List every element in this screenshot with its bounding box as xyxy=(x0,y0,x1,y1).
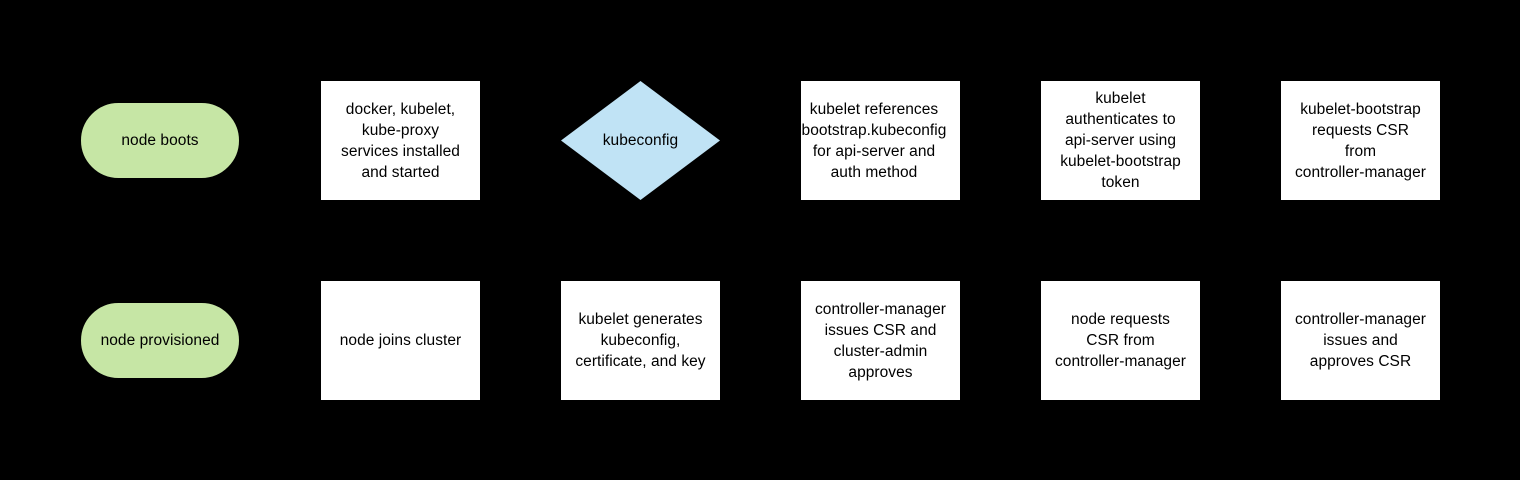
flow-node-node-boots[interactable]: node boots xyxy=(81,103,239,178)
flow-node-controller-manager-approves[interactable]: controller-manager issues and approves C… xyxy=(1281,281,1440,400)
flow-node-node-provisioned[interactable]: node provisioned xyxy=(81,303,239,378)
flow-node-kubelet-authenticates[interactable]: kubelet authenticates to api-server usin… xyxy=(1041,81,1200,200)
flow-node-label: controller-manager issues and approves C… xyxy=(1295,311,1426,370)
flow-node-services-installed[interactable]: docker, kubelet, kube-proxy services ins… xyxy=(321,81,480,200)
flow-node-label: kubelet generates kubeconfig, certificat… xyxy=(575,311,706,370)
flow-node-kubelet-references-bootstrap[interactable]: kubelet references bootstrap.kubeconfig … xyxy=(801,81,960,200)
flow-node-kubelet-bootstrap-requests-csr[interactable]: kubelet-bootstrap requests CSR from cont… xyxy=(1281,81,1440,200)
flow-node-node-requests-csr[interactable]: node requests CSR from controller-manage… xyxy=(1041,281,1200,400)
flow-node-label: node boots xyxy=(121,132,199,149)
flow-node-label: kubeconfig xyxy=(602,132,679,149)
flow-node-label: node requests CSR from controller-manage… xyxy=(1055,311,1186,370)
flow-node-label: kubelet references bootstrap.kubeconfig … xyxy=(801,100,947,181)
flow-node-kubelet-generates[interactable]: kubelet generates kubeconfig, certificat… xyxy=(561,281,720,400)
flow-node-node-joins-cluster[interactable]: node joins cluster xyxy=(321,281,480,400)
flow-node-label: controller-manager issues CSR and cluste… xyxy=(815,300,946,381)
flow-node-label: node provisioned xyxy=(100,332,220,349)
flow-node-label: docker, kubelet, kube-proxy services ins… xyxy=(341,100,460,181)
flow-node-kubeconfig[interactable]: kubeconfig xyxy=(561,81,720,200)
flow-node-label: kubelet authenticates to api-server usin… xyxy=(1060,90,1181,191)
flow-node-label: kubelet-bootstrap requests CSR from cont… xyxy=(1295,100,1426,181)
flow-node-label: node joins cluster xyxy=(339,332,462,349)
flow-node-controller-manager-issues-csr[interactable]: controller-manager issues CSR and cluste… xyxy=(801,281,960,400)
